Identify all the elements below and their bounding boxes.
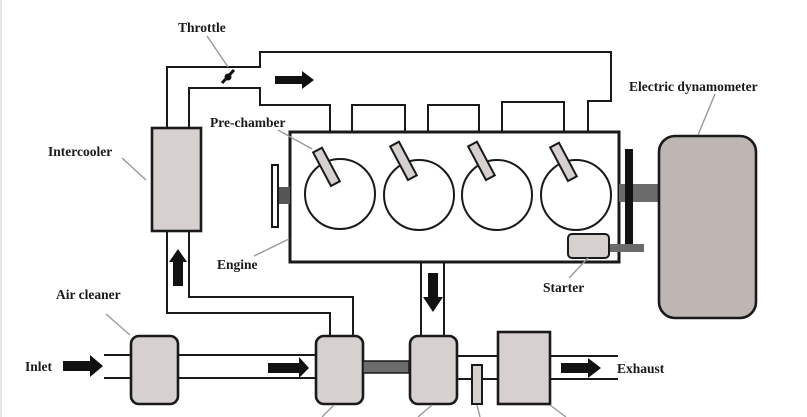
exhaust-sensor	[471, 364, 483, 405]
flow-arrow-right-icon	[275, 71, 314, 89]
electric-dynamometer	[657, 134, 758, 320]
engine-label: Engine	[217, 257, 258, 272]
intercooler-label: Intercooler	[48, 144, 112, 159]
starter	[567, 233, 610, 259]
pre-chamber-leader	[277, 129, 313, 150]
turbine	[408, 334, 459, 406]
air-cleaner-leader	[105, 313, 131, 336]
front-shaft	[279, 187, 290, 204]
charge-pipe-inner	[188, 231, 354, 336]
flow-arrow-up-icon	[169, 249, 187, 286]
pre-chamber-label: Pre-chamber	[210, 115, 285, 130]
inlet-label: Inlet	[25, 359, 53, 374]
pre-chamber-4	[548, 141, 579, 183]
air-cleaner	[129, 334, 180, 406]
exhaust-aftertreatment	[496, 330, 552, 406]
cylinder-1	[304, 146, 376, 230]
turbine-leader	[417, 404, 433, 417]
inlet-arrow-icon	[63, 355, 103, 377]
intercooler-leader	[121, 157, 147, 181]
electric-dynamometer-label: Electric dynamometer	[629, 79, 758, 94]
starter-label: Starter	[543, 280, 584, 295]
cylinder-2	[383, 140, 455, 231]
intercooler	[150, 126, 203, 233]
engine-leader	[253, 238, 290, 257]
intake-pipe-inner	[188, 87, 331, 131]
cylinder-3	[461, 140, 533, 231]
flywheel	[625, 149, 633, 252]
turbo-shaft	[362, 360, 410, 374]
intake-pipe-outer	[166, 51, 612, 131]
exhaust-arrow-icon	[561, 358, 601, 378]
throttle-valve-icon	[220, 68, 236, 85]
compressor	[314, 334, 365, 406]
pre-chamber-2	[388, 140, 419, 182]
pre-chamber-1	[311, 146, 342, 188]
starter-leader	[568, 257, 589, 279]
dynamometer-leader	[697, 93, 716, 136]
cylinder-4	[540, 141, 612, 231]
exhaust-label: Exhaust	[617, 361, 665, 376]
sensor-leader	[476, 404, 481, 417]
intake-runner-3	[501, 101, 565, 131]
throttle-leader	[206, 35, 229, 68]
air-cleaner-label: Air cleaner	[56, 287, 121, 302]
flow-arrow-down-icon	[423, 273, 443, 312]
charge-pipe-outer	[166, 231, 331, 336]
aftertreatment-leader	[549, 404, 567, 417]
pre-chamber-3	[466, 140, 497, 182]
intake-arrow-icon	[268, 357, 309, 378]
front-pulley	[271, 164, 279, 228]
starter-shaft	[609, 244, 644, 252]
compressor-leader	[321, 404, 335, 417]
intake-runner-1	[351, 104, 406, 131]
throttle-label: Throttle	[178, 20, 226, 35]
intake-runner-2	[427, 104, 480, 131]
